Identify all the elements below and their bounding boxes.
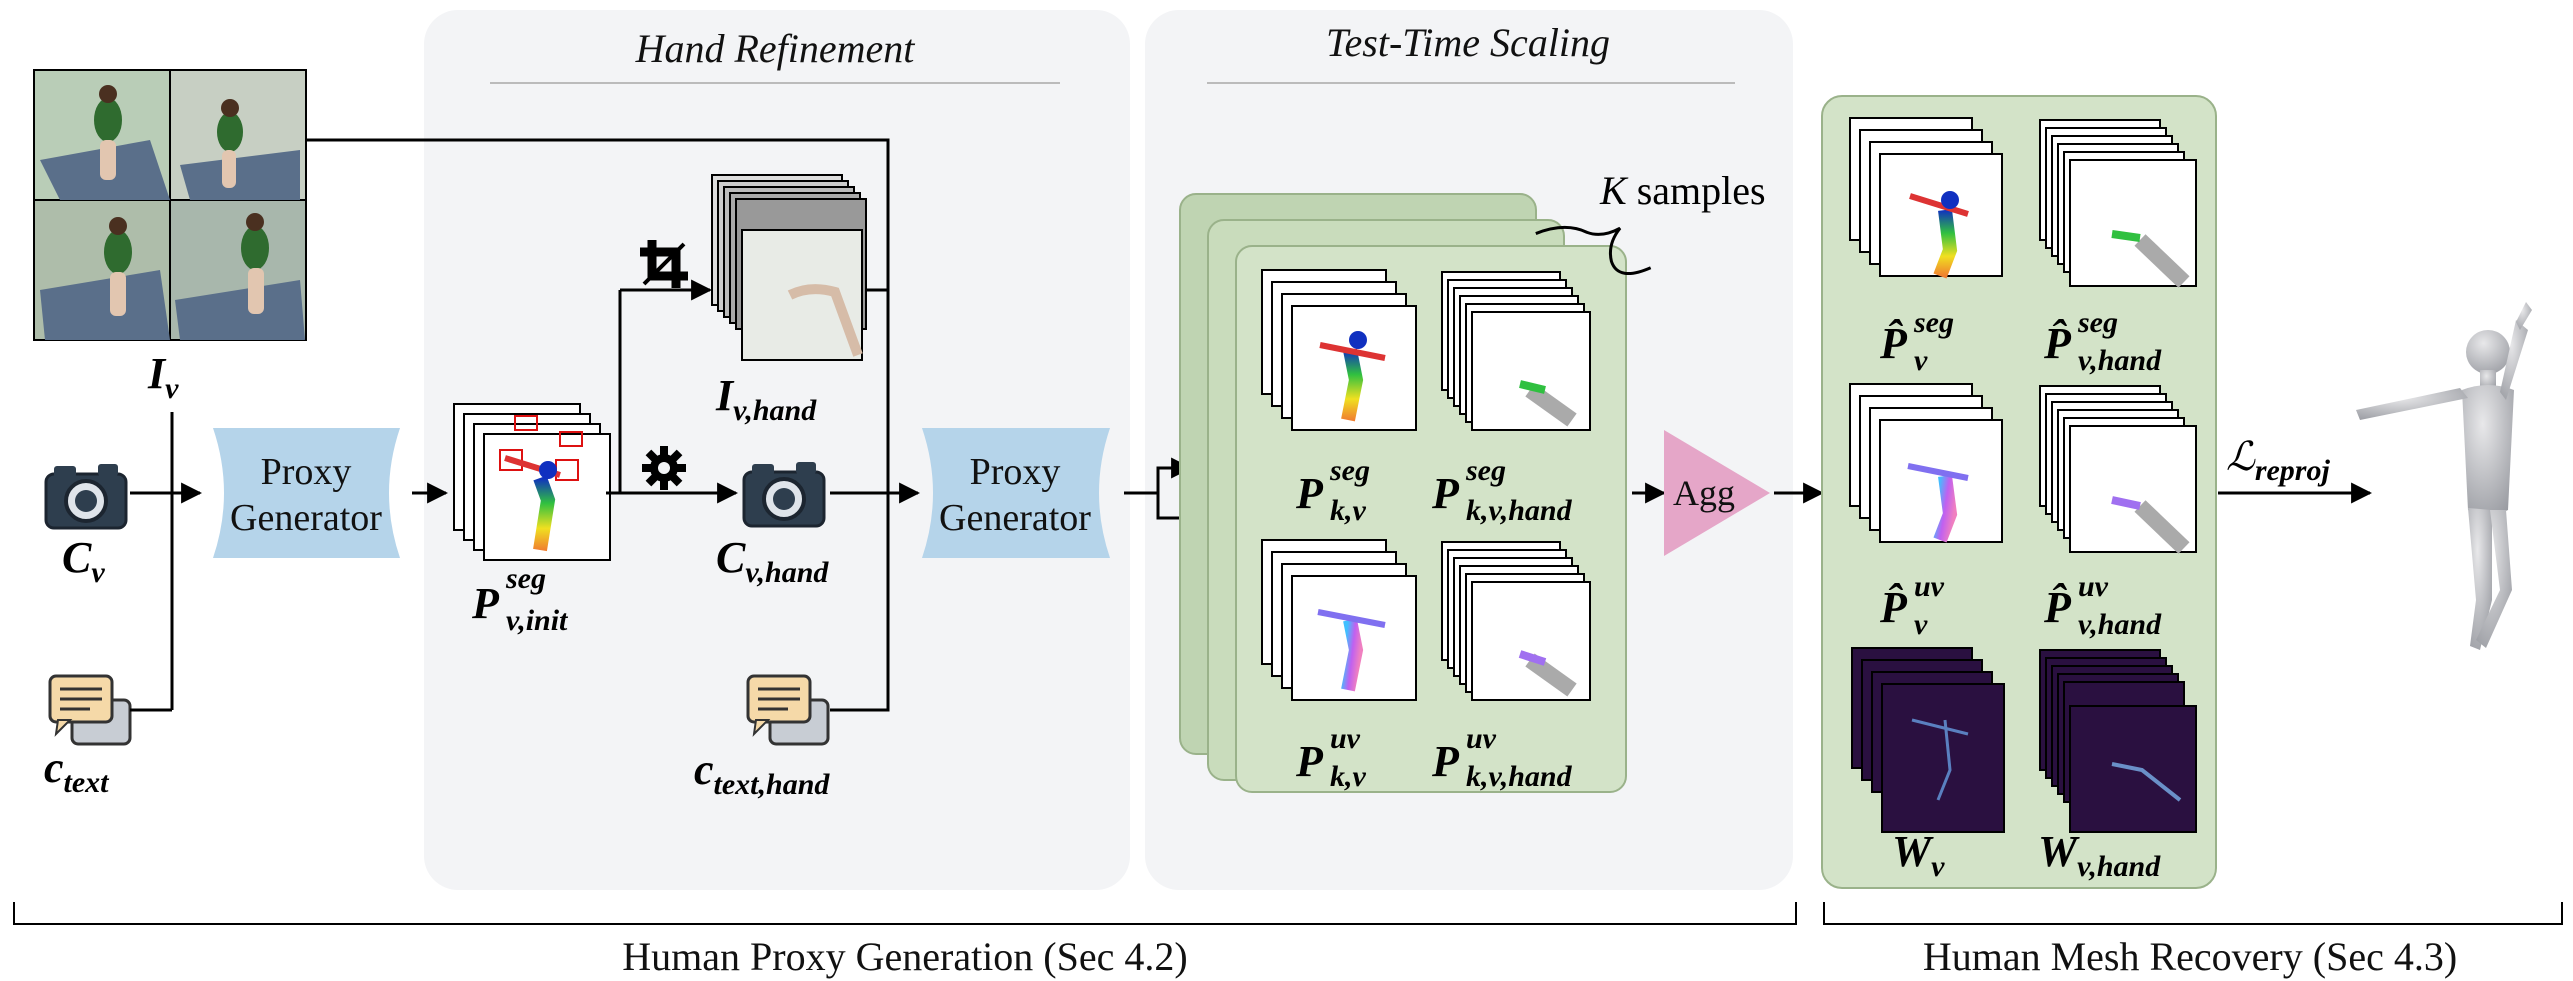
svg-text:Wv,hand: Wv,hand [2038,827,2161,883]
human-mesh-recovery-label: Human Mesh Recovery (Sec 4.3) [1923,934,2457,979]
hand-branch-connectors [305,138,921,712]
hmr-uv-stack [1849,383,2003,543]
camera-icon [44,464,128,530]
svg-text:Iv: Iv [147,349,179,405]
svg-text:Generator: Generator [230,497,382,539]
svg-text:k,v: k,v [1330,494,1367,527]
hmr-seg-hand-stack [2039,119,2197,288]
svg-text:P: P [1431,737,1460,786]
svg-text:v: v [1914,344,1928,377]
svg-text:uv: uv [2078,570,2109,603]
sample-uv-stack [1261,539,1417,701]
svg-text:seg: seg [1913,306,1954,339]
svg-text:k,v,hand: k,v,hand [1466,760,1573,793]
hmr-uv-hand-stack [2039,385,2197,554]
svg-text:Cv: Cv [62,533,105,589]
svg-text:seg: seg [505,562,546,595]
svg-text:K samples: K samples [1599,168,1766,213]
hand-refinement-panel [424,10,1130,890]
proxy-generator-2: Proxy Generator [922,428,1110,558]
human-proxy-generation-label: Human Proxy Generation (Sec 4.2) [622,934,1187,979]
svg-text:ctext: ctext [44,743,110,799]
sample-seg-stack [1261,269,1417,431]
svg-text:Cv,hand: Cv,hand [716,533,829,589]
svg-text:P̂: P̂ [1879,583,1908,632]
p-v-init-stack [453,403,611,561]
svg-text:uv: uv [1914,570,1945,603]
c-text-label: ctext [44,743,110,799]
gear-icon [642,446,686,490]
I-v-label: Iv [147,349,179,405]
k-samples-brace [1535,225,1652,276]
svg-text:uv: uv [1330,722,1361,755]
chat-bubble-icon [48,674,132,746]
svg-text:uv: uv [1466,722,1497,755]
sample-labels: P seg k,v P seg k,v,hand P uv k,v P uv k… [1295,454,1573,793]
svg-text:ctext,hand: ctext,hand [694,745,830,801]
svg-text:P̂: P̂ [2043,583,2072,632]
P-v-init-label: P seg v,init [471,562,569,637]
svg-text:ℒreproj: ℒreproj [2226,434,2330,487]
c-text-hand-label: ctext,hand [694,745,830,801]
input-image-grid [33,69,307,341]
svg-text:P̂: P̂ [1879,319,1908,368]
human-mesh [2356,302,2532,650]
hmr-weight-hand-stack [2039,649,2197,833]
svg-text:seg: seg [2077,306,2118,339]
svg-text:Agg: Agg [1673,473,1735,513]
svg-text:Proxy: Proxy [970,451,1061,493]
svg-text:v,init: v,init [506,604,569,637]
svg-text:P: P [1431,469,1460,518]
svg-text:k,v: k,v [1330,760,1367,793]
crop-icon [640,240,688,288]
svg-text:Wv: Wv [1892,827,1945,883]
bottom-brace-right [1823,902,2563,925]
sample-uv-hand-stack [1441,541,1591,701]
svg-text:v,hand: v,hand [2078,344,2162,377]
svg-text:P: P [471,579,500,628]
svg-text:seg: seg [1329,454,1370,487]
svg-text:seg: seg [1465,454,1506,487]
C-v-hand-label: Cv,hand [716,533,829,589]
agg-node: Agg [1664,430,1770,556]
C-v-label: Cv [62,533,105,589]
I-v-hand-label: Iv,hand [715,371,817,427]
svg-text:v,hand: v,hand [2078,608,2162,641]
I-v-hand-stack [711,174,867,361]
svg-text:P̂: P̂ [2043,319,2072,368]
input-connectors [130,412,203,712]
hand-refinement-title: Hand Refinement [635,26,916,71]
bottom-brace-left [13,902,1797,925]
hmr-seg-stack [1849,117,2003,279]
svg-text:Iv,hand: Iv,hand [715,371,817,427]
hmr-labels: P̂ seg v P̂ seg v,hand P̂ uv v P̂ uv v,h… [1879,306,2162,883]
svg-text:v: v [1914,608,1928,641]
hmr-weight-stack [1851,647,2005,833]
camera-icon [742,462,826,528]
svg-text:Generator: Generator [939,497,1091,539]
svg-text:Proxy: Proxy [261,451,352,493]
L-reproj-label: ℒreproj [2226,434,2330,487]
proxy-generator-1: Proxy Generator [213,428,400,558]
k-samples-label: K samples [1599,168,1766,213]
svg-text:P: P [1295,737,1324,786]
chat-bubble-icon [746,674,830,746]
sample-seg-hand-stack [1441,271,1591,431]
svg-text:k,v,hand: k,v,hand [1466,494,1573,527]
svg-text:P: P [1295,469,1324,518]
test-time-scaling-title: Test-Time Scaling [1326,20,1610,65]
